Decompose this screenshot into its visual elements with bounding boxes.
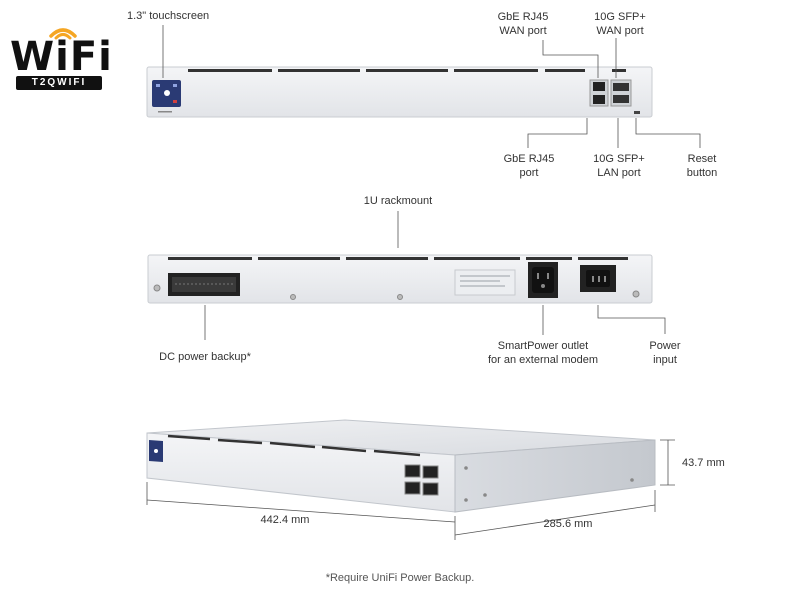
rear-callout-lines xyxy=(204,211,666,340)
footnote: *Require UniFi Power Backup. xyxy=(325,572,475,584)
rear-view-device xyxy=(147,254,653,304)
height-dimension-label: 43.7 mm xyxy=(682,457,725,469)
dc-backup-connector xyxy=(168,273,240,296)
wifi-signal-icon xyxy=(49,28,77,40)
power-input-label: Power input xyxy=(649,340,681,366)
sfp-wan-label: 10G SFP+ WAN port xyxy=(594,11,646,37)
width-dimension-label: 442.4 mm xyxy=(260,514,310,526)
logo-wordmark: WiFi xyxy=(10,34,113,80)
reset-label: Reset button xyxy=(686,153,718,179)
dimension-lines xyxy=(146,439,675,540)
touchscreen-label: 1.3" touchscreen xyxy=(127,10,210,22)
dc-backup-label: DC power backup* xyxy=(159,351,251,363)
front-view-device xyxy=(146,66,653,118)
sfp-ports-front xyxy=(610,79,632,107)
front-callout-lines xyxy=(162,25,701,148)
sfp-lan-label: 10G SFP+ LAN port xyxy=(593,153,645,179)
isometric-view-device xyxy=(146,419,656,513)
gbe-rj45-ports-front xyxy=(589,79,609,107)
brand-logo: WiFi T2QWIFI xyxy=(10,22,112,92)
depth-dimension-label: 285.6 mm xyxy=(543,518,593,530)
gbe-wan-label: GbE RJ45 WAN port xyxy=(497,11,549,37)
gbe-port-label: GbE RJ45 port xyxy=(503,153,555,179)
smartpower-outlet xyxy=(528,262,558,298)
rackmount-label: 1U rackmount xyxy=(363,195,433,207)
smartpower-label: SmartPower outlet for an external modem xyxy=(487,340,599,366)
reset-button-hole xyxy=(634,111,640,114)
power-input-socket xyxy=(580,265,616,292)
touchscreen-display xyxy=(152,80,181,107)
logo-tagline: T2QWIFI xyxy=(16,76,102,90)
